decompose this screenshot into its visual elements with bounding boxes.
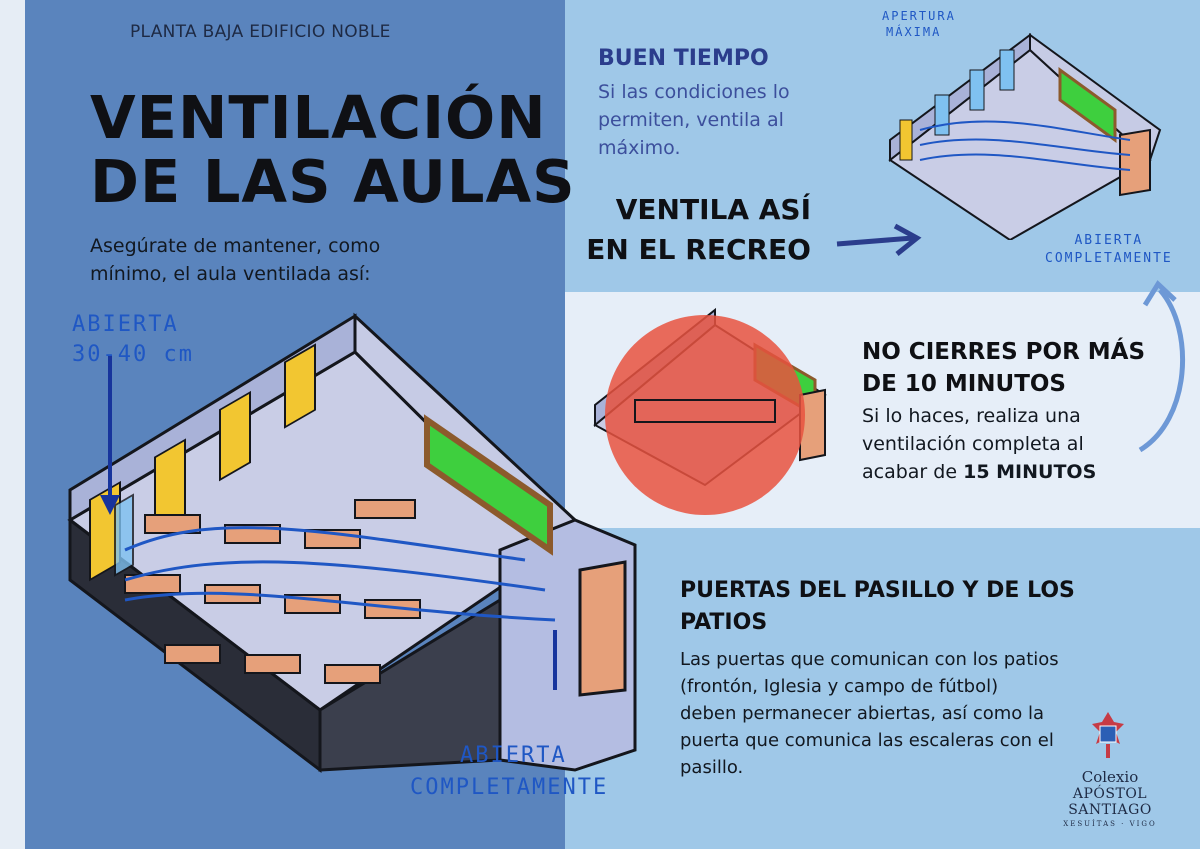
logo-line-2: APÓSTOL SANTIAGO [1068, 786, 1152, 818]
desk [324, 664, 381, 684]
title-line-1: VENTILACIÓN [90, 83, 547, 152]
chalkboard [1058, 67, 1117, 143]
window [969, 69, 985, 111]
no-close-emphasis: 15 MINUTOS [963, 461, 1097, 483]
no-close-heading-line-1: NO CIERRES POR MÁS [862, 339, 1146, 365]
max-opening-note: APERTURA MÁXIMA [882, 8, 956, 40]
window [934, 94, 950, 136]
arrow-shaft [1138, 288, 1185, 453]
window-note-line-1: ABIERTA [72, 312, 179, 337]
window [999, 49, 1015, 91]
recess-arrow-icon [836, 223, 922, 256]
window-3 [219, 390, 251, 482]
airflow-line [919, 120, 1131, 141]
desk [124, 574, 181, 594]
door-note-line-2: COMPLETAMENTE [410, 775, 609, 800]
good-weather-illustration [888, 33, 1162, 240]
no-close-heading-line-2: DE 10 MINUTOS [862, 371, 1067, 397]
school-crest-icon [1092, 712, 1124, 758]
desk [164, 644, 221, 664]
no-close-heading: NO CIERRES POR MÁS DE 10 MINUTOS [862, 336, 1145, 400]
max-opening-line-1: APERTURA [882, 9, 956, 23]
recess-label: VENTILA ASÍ EN EL RECREO [586, 190, 811, 270]
airflow-line [124, 560, 546, 592]
arrow-shaft [836, 235, 914, 247]
no-close-text: Si lo haces, realiza una ventilación com… [862, 402, 1132, 486]
crest-shield [1099, 725, 1117, 743]
page-title: VENTILACIÓN DE LAS AULAS [90, 86, 576, 214]
classroom-floor-edge-right [318, 597, 502, 772]
desks-group [124, 499, 421, 684]
window-note-line-2: 30-40 cm [72, 342, 194, 367]
airflow-lines [124, 526, 556, 622]
floor [888, 48, 1152, 240]
door-note: ABIERTA COMPLETAMENTE [410, 740, 608, 804]
return-arrow-icon [1138, 280, 1185, 453]
airflow-line [124, 526, 526, 562]
doors-panel [565, 528, 1200, 849]
no-close-body: Si lo haces, realiza una ventilación com… [862, 405, 1084, 483]
title-line-2: DE LAS AULAS [90, 147, 576, 216]
logo-line-3: XESUÍTAS · VIGO [1063, 820, 1157, 828]
airflow-lines [919, 120, 1131, 171]
window-note: ABIERTA 30-40 cm [72, 310, 194, 370]
window [899, 119, 913, 161]
teacher-desk [354, 499, 416, 519]
desk [244, 654, 301, 674]
arrow-head [1142, 280, 1177, 307]
no-close-illustration [593, 307, 827, 515]
recess-line-1: VENTILA ASÍ [615, 193, 811, 226]
arrow-head [893, 223, 922, 256]
page-subtitle: PLANTA BAJA EDIFICIO NOBLE [130, 22, 391, 42]
doors-heading: PUERTAS DEL PASILLO Y DE LOS PATIOS [680, 578, 1075, 635]
good-weather-text: Si las condiciones lo permiten, ventila … [598, 81, 790, 159]
classroom-door [578, 560, 627, 697]
school-logo: Colexio APÓSTOL SANTIAGO XESUÍTAS · VIGO [1040, 768, 1180, 828]
doors-text: Las puertas que comunican con los patios… [680, 649, 1059, 778]
window-arrow-head [100, 495, 120, 515]
window-4 [284, 343, 316, 429]
intro-text: Asegúrate de mantener, como mínimo, el a… [90, 235, 381, 285]
good-weather-heading: BUEN TIEMPO [598, 46, 769, 71]
crest-cross [1106, 744, 1110, 758]
door [1119, 128, 1151, 197]
classroom-illustration [67, 312, 637, 774]
small-door-line-1: ABIERTA [1074, 233, 1144, 248]
airflow-line [919, 153, 1131, 171]
small-door-note: ABIERTA COMPLETAMENTE [1045, 232, 1173, 268]
airflow-line [919, 138, 1131, 156]
door-note-line-1: ABIERTA [460, 743, 567, 768]
window-group [89, 343, 316, 582]
prohibition-sign [605, 315, 805, 515]
recess-line-2: EN EL RECREO [586, 233, 811, 266]
prohibition-bar [634, 399, 776, 423]
chalkboard [424, 414, 553, 556]
airflow-line [124, 591, 556, 622]
max-opening-line-2: MÁXIMA [886, 25, 942, 39]
logo-line-1: Colexio [1081, 768, 1139, 786]
open-window-gap [114, 493, 134, 577]
small-door-line-2: COMPLETAMENTE [1045, 251, 1173, 266]
